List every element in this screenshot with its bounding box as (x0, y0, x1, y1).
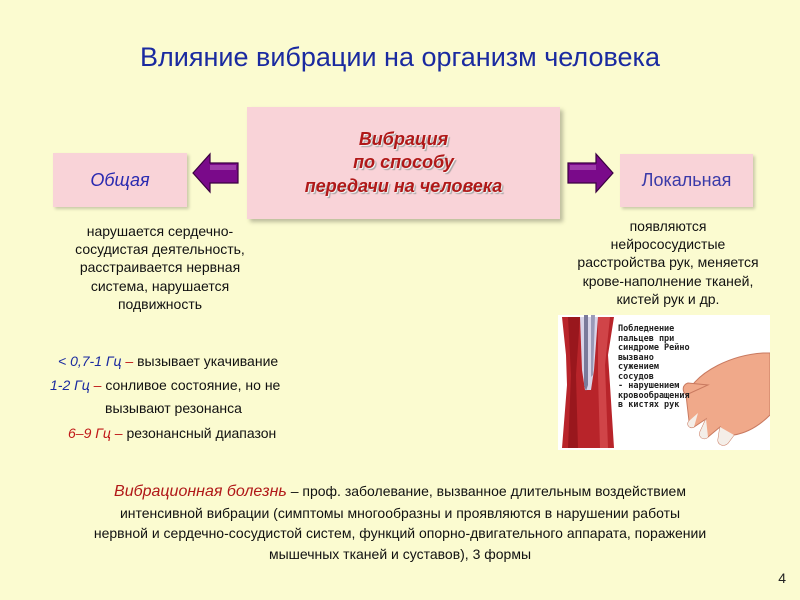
box-local-label: Локальная (641, 170, 732, 190)
box-general-label: Общая (90, 169, 150, 190)
page-number: 4 (778, 570, 786, 586)
definition-line-3: нервной и сердечно-сосудистой систем, фу… (93, 525, 707, 542)
caption-line: сосудов (618, 371, 654, 382)
general-effects-line: система, нарушается (90, 277, 230, 294)
frequency-range: 1-2 Гц (50, 377, 90, 393)
box-general: Общая (53, 153, 187, 207)
frequency-effect: резонансный диапазон (126, 425, 277, 441)
illustration-caption: Побледнение пальцев при синдроме Рейно в… (618, 324, 738, 411)
general-effects-line: расстраивается нервная (79, 259, 241, 276)
caption-line: в кистях рук (618, 400, 680, 411)
slide-title: Влияние вибрации на организм человека (140, 42, 660, 72)
term-vibration-disease: Вибрационная болезнь (114, 483, 287, 500)
general-effects-line: сосудистая деятельность, (75, 241, 245, 258)
local-effects-line: крове-наполнение тканей, (582, 272, 754, 289)
definition-line-1: Вибрационная болезнь – проф. заболевание… (10, 480, 790, 503)
arrow-right-icon (567, 152, 614, 194)
caption-line: синдроме Рейно (618, 343, 690, 354)
frequency-dash: – (93, 377, 102, 393)
frequency-item: < 0,7-1 Гц – вызывает укачивание (58, 353, 278, 369)
local-effects-line: кистей рук и др. (616, 290, 720, 307)
definition-dash: – (290, 483, 299, 499)
caption-line: сужением (618, 362, 659, 373)
center-box-vibration: Вибрация по способу передачи на человека (247, 107, 560, 219)
caption-line: вызвано (618, 352, 654, 363)
frequency-item: 1-2 Гц – сонливое состояние, но не (50, 377, 280, 393)
frequency-effect: сонливое состояние, но не (105, 377, 281, 393)
caption-line: - нарушением (618, 381, 680, 392)
general-effects-text: нарушается сердечно- сосудистая деятельн… (40, 222, 280, 313)
center-box-line-1: Вибрация (358, 128, 449, 149)
local-effects-line: расстройства рук, меняется (577, 254, 759, 271)
center-box-line-2: по способу (353, 152, 454, 173)
caption-line: кровообращения (618, 390, 690, 401)
local-effects-line: нейрососудистые (610, 236, 726, 253)
raynaud-illustration: Побледнение пальцев при синдроме Рейно в… (558, 315, 771, 450)
local-effects-line: появляются (629, 218, 707, 234)
center-box-line-3: передачи на человека (304, 175, 503, 196)
frequency-dash: – (114, 425, 123, 441)
frequency-item: 6–9 Гц – резонансный диапазон (68, 425, 276, 441)
frequency-effect-continued: вызывают резонанса (105, 400, 242, 416)
box-local: Локальная (620, 154, 753, 207)
caption-line: Побледнение (618, 324, 675, 334)
blood-vessel-and-hand-image (558, 315, 771, 450)
general-effects-line: нарушается сердечно- (86, 223, 234, 239)
general-effects-line: подвижность (117, 295, 203, 312)
definition-line-4: мышечных тканей и суставов), 3 формы (268, 545, 532, 562)
vibration-disease-definition: Вибрационная болезнь – проф. заболевание… (10, 480, 790, 564)
frequency-range: 6–9 Гц (68, 425, 111, 441)
caption-line: пальцев при (618, 333, 675, 344)
frequency-range: < 0,7-1 Гц (58, 353, 122, 369)
frequency-dash: – (125, 353, 134, 369)
definition-text: проф. заболевание, вызванное длительным … (302, 483, 686, 499)
arrow-left-icon (192, 152, 239, 194)
definition-line-2: интенсивной вибрации (симптомы многообра… (119, 505, 681, 522)
local-effects-text: появляются нейрососудистые расстройства … (548, 217, 788, 308)
frequency-effect: вызывает укачивание (137, 353, 279, 369)
